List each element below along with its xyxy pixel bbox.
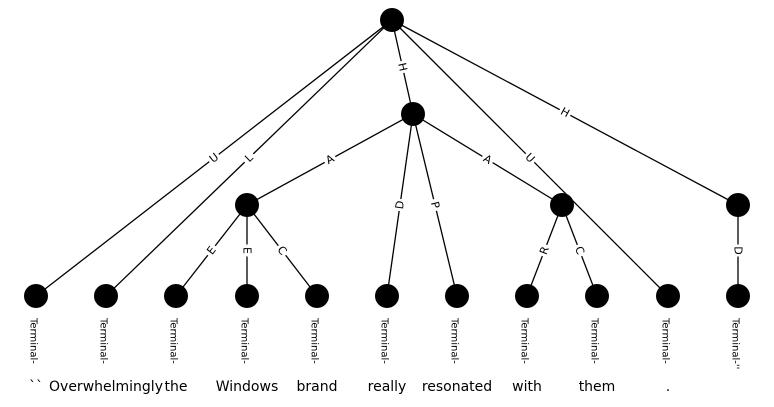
svg-text:E: E [241,247,254,254]
terminal-tag: Terminal- [309,317,320,364]
token-word: Windows [216,379,279,395]
edge-label-h: H [556,103,574,122]
edge-label-d: D [392,198,408,212]
terminal-tag: Terminal- [449,317,460,364]
terminal-node [585,284,609,308]
terminal-tag: Terminal- [379,317,390,364]
token-word: the [165,379,188,395]
terminal-node [375,284,399,308]
terminal-node [24,284,48,308]
terminal-node [164,284,188,308]
internal-node [380,8,404,32]
edge-label-e: E [240,244,254,257]
edge-label-l: L [239,148,259,168]
terminal-tag: Terminal- [589,317,600,364]
token-word: them [579,379,616,395]
svg-text:H: H [395,62,409,73]
edge-label-a: A [321,150,339,169]
nodes-layer [24,8,750,308]
edge-label-u: U [204,148,224,168]
terminal-node [94,284,118,308]
internal-node [401,102,425,126]
token-word: Overwhelmingly [49,379,163,395]
terminal-tag: Terminal- [519,317,530,364]
token-word: with [512,379,542,395]
terminal-tag: Terminal- [660,317,671,364]
svg-text:D: D [393,200,407,210]
terminal-tags-layer: Terminal- Terminal- Terminal- Terminal- Term… [28,317,741,369]
edge-label-c: C [272,241,292,260]
token-word: really [368,379,407,395]
terminal-node [305,284,329,308]
edge-label-d: D [731,244,745,257]
terminal-tag: Terminal- [98,317,109,364]
edge-label-a: A [478,150,497,169]
terminal-tag: Terminal- [168,317,179,364]
token-word: `` [29,379,43,395]
token-word: brand [297,379,338,395]
terminal-node [656,284,680,308]
edge-label-e: E [202,241,221,260]
edges-layer [35,19,739,297]
edge-label-u: U [520,148,540,168]
terminal-node [515,284,539,308]
edge-label-c: C [570,242,589,259]
edge-label-h: H [394,59,411,75]
terminal-tag: Terminal- [239,317,250,364]
internal-node [550,193,574,217]
token-word: . [666,379,670,395]
edge-label-r: R [535,242,554,259]
edge-label-p: P [426,197,444,213]
svg-text:U: U [207,150,221,165]
token-word: resonated [422,379,492,395]
terminal-node [235,284,259,308]
terminal-node [445,284,469,308]
svg-text:P: P [428,200,442,210]
internal-node [235,193,259,217]
svg-text:D: D [732,246,745,254]
terminal-tag: Terminal- [28,317,39,364]
terminal-node [726,284,750,308]
internal-node [726,193,750,217]
terminal-tag: Terminal-'' [730,317,741,369]
